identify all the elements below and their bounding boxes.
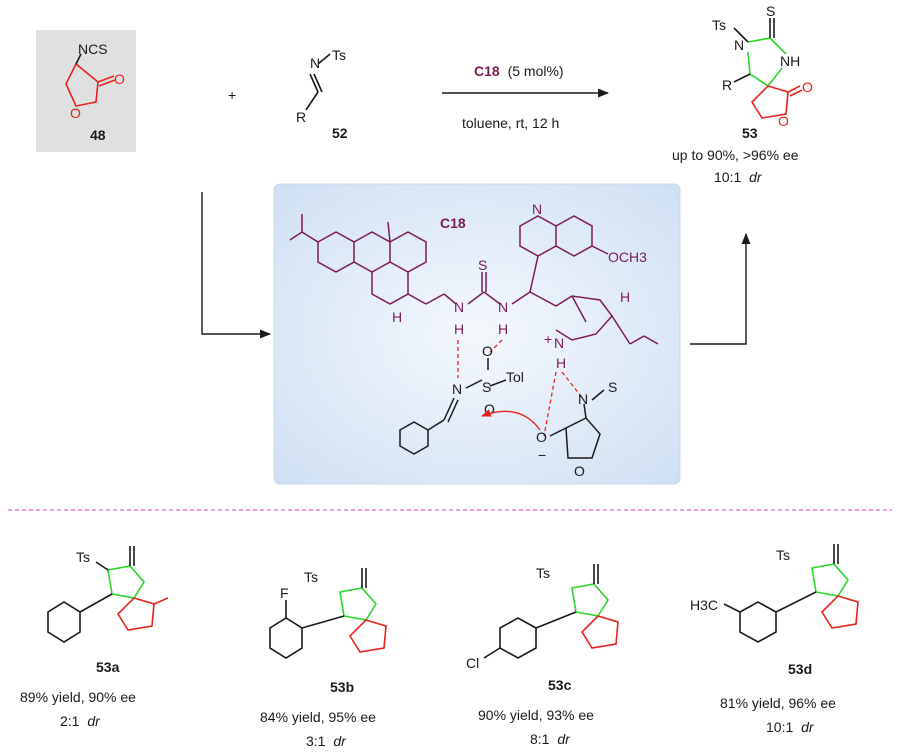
example-53c-dr-word: dr: [557, 731, 571, 747]
product-53-yield: up to 90%, >96% ee: [672, 147, 799, 163]
ts-catalyst-skeleton: [289, 214, 659, 345]
imine-52-structure: [305, 53, 331, 111]
example-53b-substituent: F: [280, 585, 289, 601]
product-53-structure: [733, 18, 803, 119]
ts-plus: +: [544, 331, 552, 347]
ts-thiourea-s: S: [478, 257, 487, 273]
example-53c-dr-value: 8:1: [530, 731, 550, 747]
example-53c-label: 53c: [548, 677, 572, 693]
ts-enolate: [549, 389, 605, 459]
example-53b-label: 53b: [330, 679, 354, 695]
example-53c-structure: [483, 564, 619, 659]
product-53-r: R: [722, 77, 732, 93]
ts-nh1-n: N: [454, 299, 464, 315]
example-53c-ts: Ts: [536, 565, 550, 581]
imine-52-ts: Ts: [332, 47, 346, 63]
ts-sulfonyl-n: N: [452, 381, 462, 397]
ts-enolate-minus: −: [538, 447, 546, 463]
example-53a-ts: Ts: [76, 549, 90, 565]
example-53c-substituent: Cl: [466, 655, 479, 671]
example-53b-dr-value: 3:1: [306, 733, 326, 749]
example-53c-yield: 90% yield, 93% ee: [478, 707, 594, 723]
product-53-dr: 10:1 dr: [714, 169, 763, 185]
product-53-dr-value: 10:1: [714, 169, 741, 185]
transition-state-box: [273, 183, 681, 485]
sm-48-label: 48: [90, 127, 106, 143]
product-53-co: O: [802, 79, 813, 95]
ts-imine: [399, 358, 507, 455]
example-53a-dr-value: 2:1: [60, 713, 80, 729]
imine-52-n: N: [310, 55, 320, 71]
ts-quinoline-n: N: [532, 201, 542, 217]
ts-methyl-h: H: [392, 309, 402, 325]
ts-sulfonyl-o-bottom: O: [484, 401, 495, 417]
example-53d-dr-word: dr: [801, 719, 815, 735]
sm-48-structure: [65, 53, 116, 107]
example-53b-yield: 84% yield, 95% ee: [260, 709, 376, 725]
ts-sulfonyl-s: S: [482, 379, 491, 395]
ts-red-arrow: [481, 409, 541, 431]
ts-enolate-o-minus: O: [536, 429, 547, 445]
ts-catalyst-label: C18: [440, 215, 466, 231]
product-53-ts: Ts: [712, 17, 726, 33]
sm-48-ncs: NCS: [78, 41, 108, 57]
ts-enolate-ring-o: O: [574, 463, 585, 479]
flow-arrow-in: [201, 192, 272, 339]
example-53d-dr-value: 10:1: [766, 719, 793, 735]
sm-48-ring-o: O: [70, 105, 81, 121]
example-53d-label: 53d: [788, 661, 812, 677]
product-53-nh: NH: [780, 53, 800, 69]
ts-nh2-n: N: [498, 299, 508, 315]
conditions: toluene, rt, 12 h: [462, 115, 559, 131]
example-53d-yield: 81% yield, 96% ee: [720, 695, 836, 711]
imine-52-label: 52: [332, 125, 348, 141]
example-53a-dr-word: dr: [87, 713, 101, 729]
example-53d-structure: [723, 544, 859, 643]
product-53-label: 53: [742, 125, 758, 141]
ts-hbonds: [457, 339, 585, 437]
product-53-n1: N: [734, 37, 744, 53]
ts-bridge-h: H: [620, 289, 630, 305]
example-53d-dr: 10:1 dr: [766, 719, 815, 735]
ts-och3: OCH3: [608, 249, 647, 265]
catalyst-line: C18 (5 mol%): [474, 63, 564, 79]
ts-enolate-n: N: [578, 391, 588, 407]
product-53-dr-word: dr: [749, 169, 763, 185]
product-53-ring-o: O: [778, 113, 789, 129]
example-53b-structure: [269, 568, 387, 659]
ts-sulfonyl-o-top: O: [482, 343, 493, 359]
example-53a-label: 53a: [96, 659, 120, 675]
catalyst-loading: (5 mol%): [508, 63, 564, 79]
sm-48-carbonyl-o: O: [114, 71, 125, 87]
example-53d-substituent: H3C: [690, 597, 718, 613]
example-53d-ts: Ts: [776, 547, 790, 563]
example-53b-ts: Ts: [304, 569, 318, 585]
product-53-s: S: [766, 3, 775, 19]
ts-quin-n: N: [554, 335, 564, 351]
sm-48-box: [36, 30, 136, 152]
example-53a-yield: 89% yield, 90% ee: [20, 689, 136, 705]
ts-quin-h: H: [556, 355, 566, 371]
imine-52-r: R: [296, 109, 306, 125]
example-53a-structure: [47, 546, 169, 643]
catalyst-name: C18: [474, 63, 500, 79]
ts-enolate-s: S: [608, 379, 617, 395]
example-53a-dr: 2:1 dr: [60, 713, 101, 729]
plus-sign: +: [228, 87, 236, 103]
ts-sulfonyl-tol: Tol: [506, 369, 524, 385]
ts-nh1-h: H: [454, 321, 464, 337]
example-53b-dr-word: dr: [333, 733, 347, 749]
flow-arrow-out: [690, 232, 751, 345]
example-53c-dr: 8:1 dr: [530, 731, 571, 747]
example-53b-dr: 3:1 dr: [306, 733, 347, 749]
ts-nh2-h: H: [498, 321, 508, 337]
